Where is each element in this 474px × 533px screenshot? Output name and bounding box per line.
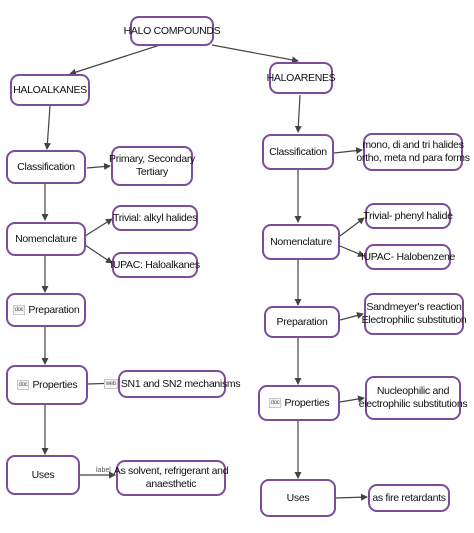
right-uses-node[interactable]: Uses: [260, 479, 336, 517]
left-nomenclature-iupac-label: IUPAC: Haloalkanes: [110, 258, 200, 271]
haloalkanes-node[interactable]: HALOALKANES: [10, 74, 90, 106]
connector-root-haloalkanes: [69, 44, 161, 76]
haloarenes-label: HALOARENES: [266, 71, 336, 84]
left-mechanisms-web-icon[interactable]: web: [103, 379, 118, 389]
connector-classification-halides: [333, 147, 363, 155]
right-classification-node[interactable]: Classification: [262, 134, 334, 170]
right-nomenclature-trivial-node[interactable]: Trivial- phenyl halide: [363, 203, 453, 229]
left-nomenclature-label: Nomenclature: [15, 232, 77, 245]
right-uses-label: Uses: [286, 491, 310, 504]
left-preparation-node[interactable]: doc Preparation: [6, 293, 86, 327]
root-label: HALO COMPOUNDS: [123, 24, 221, 37]
left-nomenclature-trivial-label: Trivial: alkyl halides: [112, 211, 198, 224]
right-uses-detail-node[interactable]: as fire retardants: [368, 484, 450, 512]
connector-haloalkanes-classification: [43, 105, 51, 150]
right-nomenclature-iupac-label: IUPAC- Halobenzene: [360, 250, 456, 263]
left-uses-label: Uses: [31, 468, 55, 481]
right-nomenclature-trivial-label: Trivial- phenyl halide: [363, 209, 453, 222]
left-classification-detail-line2: Tertiary: [135, 166, 169, 178]
left-preparation-label: Preparation: [28, 303, 80, 316]
connector-classification-types: [86, 163, 111, 171]
connector-nomenclature-iupac-right: [339, 245, 365, 257]
right-properties-detail-line1: Nucleophilic and: [376, 385, 450, 398]
right-preparation-label: Preparation: [276, 315, 328, 328]
connector-properties-substitutions: [339, 395, 365, 403]
right-classification-detail-line1: mono, di and tri halides: [362, 139, 464, 152]
right-preparation-detail-line2: Electrophilic substitution: [361, 314, 467, 326]
right-preparation-node[interactable]: Preparation: [264, 306, 340, 338]
right-classification-detail-node[interactable]: mono, di and tri halides ortho, meta nd …: [356, 133, 470, 171]
right-properties-doc-icon[interactable]: doc: [268, 398, 282, 408]
right-classification-label: Classification: [269, 145, 327, 158]
left-uses-node[interactable]: Uses: [6, 455, 80, 495]
left-properties-node[interactable]: doc Properties: [6, 365, 88, 405]
connector-haloarenes-classification: [294, 94, 302, 133]
left-classification-label: Classification: [17, 160, 75, 173]
left-nomenclature-node[interactable]: Nomenclature: [6, 222, 86, 256]
left-classification-detail-node[interactable]: Primary, Secondary Tertiary: [108, 146, 196, 186]
connector-preparation-reactions: [339, 312, 364, 321]
right-properties-detail-node[interactable]: Nucleophilic and electrophilic substitut…: [359, 376, 468, 420]
right-properties-detail-line2: electrophilic substitutions: [358, 398, 468, 410]
connector-nomenclature-trivial-right: [339, 217, 365, 237]
right-uses-detail-label: as fire retardants: [372, 491, 446, 504]
right-classification-detail-line2: ortho, meta nd para forms: [356, 152, 470, 164]
right-nomenclature-label: Nomenclature: [270, 235, 332, 248]
left-classification-detail-line1: Primary, Secondary: [108, 153, 196, 166]
right-properties-node[interactable]: doc Properties: [258, 385, 340, 421]
left-properties-label: Properties: [32, 378, 78, 391]
right-nomenclature-node[interactable]: Nomenclature: [262, 224, 340, 260]
left-uses-detail-node[interactable]: As solvent, refrigerant and anaesthetic: [113, 460, 229, 496]
root-node[interactable]: HALO COMPOUNDS: [124, 16, 221, 46]
left-uses-detail-line1: As solvent, refrigerant and: [113, 465, 229, 478]
left-nomenclature-iupac-node[interactable]: IUPAC: Haloalkanes: [110, 252, 200, 278]
haloarenes-node[interactable]: HALOARENES: [266, 62, 336, 94]
haloalkanes-label: HALOALKANES: [13, 83, 87, 96]
right-nomenclature-iupac-node[interactable]: IUPAC- Halobenzene: [361, 244, 455, 270]
left-classification-node[interactable]: Classification: [6, 150, 86, 184]
left-properties-doc-icon[interactable]: doc: [16, 380, 30, 390]
left-nomenclature-trivial-node[interactable]: Trivial: alkyl halides: [112, 205, 198, 231]
left-preparation-doc-icon[interactable]: doc: [12, 305, 26, 315]
right-properties-label: Properties: [284, 396, 330, 409]
connector-nomenclature-trivial: [84, 218, 113, 237]
connector-uses-retardants: [334, 493, 368, 501]
left-mechanisms-node[interactable]: web SN1 and SN2 mechanisms: [103, 370, 241, 398]
left-uses-detail-line2: anaesthetic: [145, 478, 197, 490]
right-preparation-detail-line1: Sandmeyer's reaction: [366, 301, 462, 314]
connector-nomenclature-iupac: [84, 244, 113, 264]
left-uses-link-label: label: [96, 467, 111, 474]
connector-root-haloarenes: [211, 44, 299, 64]
left-mechanisms-label: SN1 and SN2 mechanisms: [120, 377, 241, 390]
right-preparation-detail-node[interactable]: Sandmeyer's reaction Electrophilic subst…: [361, 293, 467, 335]
